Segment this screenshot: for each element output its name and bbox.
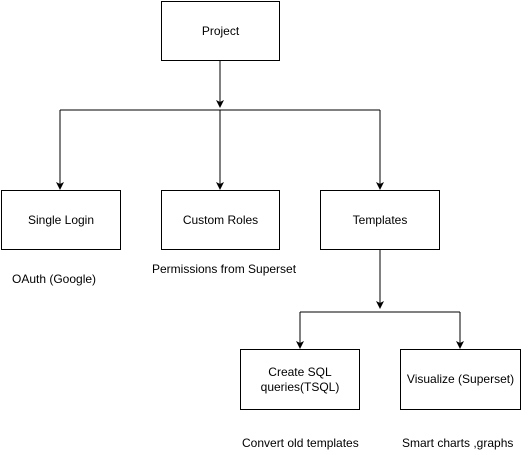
node-create-sql: Create SQL queries(TSQL) xyxy=(240,349,360,410)
node-templates: Templates xyxy=(320,190,440,250)
node-project: Project xyxy=(161,1,280,61)
node-custom-roles-label: Custom Roles xyxy=(182,212,259,227)
node-visualize: Visualize (Superset) xyxy=(400,349,521,410)
node-create-sql-label: Create SQL queries(TSQL) xyxy=(260,364,340,394)
node-custom-roles: Custom Roles xyxy=(161,190,280,250)
node-single-login-label: Single Login xyxy=(27,212,95,227)
note-smart-charts: Smart charts ,graphs xyxy=(402,436,514,450)
note-permissions: Permissions from Superset xyxy=(152,262,297,276)
node-single-login: Single Login xyxy=(1,190,121,250)
note-oauth: OAuth (Google) xyxy=(12,272,97,286)
node-templates-label: Templates xyxy=(352,212,408,227)
note-convert: Convert old templates xyxy=(242,436,359,450)
node-project-label: Project xyxy=(201,23,240,38)
node-visualize-label: Visualize (Superset) xyxy=(406,372,515,386)
